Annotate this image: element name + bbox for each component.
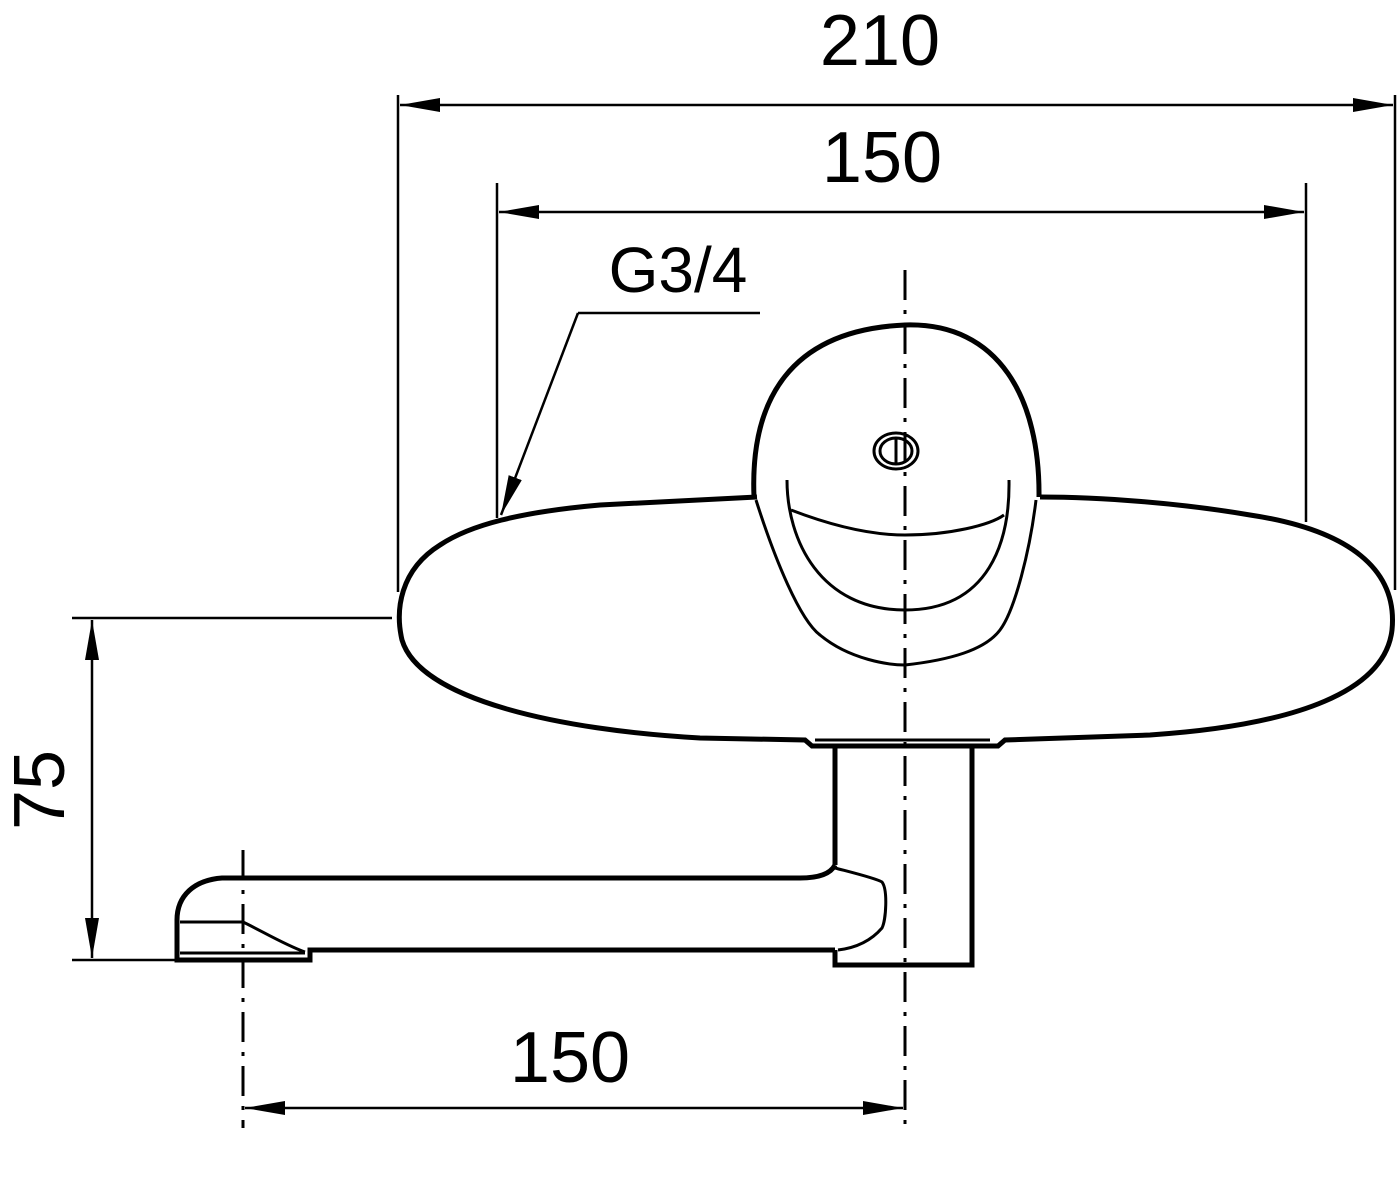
screw-icon bbox=[872, 431, 920, 471]
spout-column bbox=[832, 746, 975, 968]
dimension-label-150-bottom: 150 bbox=[510, 1018, 630, 1098]
dimension-label-75: 75 bbox=[0, 750, 80, 830]
spout bbox=[174, 863, 888, 963]
dimension-connection-spacing: 150 bbox=[495, 118, 1308, 522]
thread-callout: G3/4 bbox=[499, 234, 760, 516]
dimension-label-210: 210 bbox=[820, 1, 940, 81]
dimension-spout-reach: 150 bbox=[245, 1018, 903, 1115]
dimension-label-150-top: 150 bbox=[822, 118, 942, 198]
thread-label: G3/4 bbox=[609, 234, 748, 306]
lever-handle bbox=[751, 322, 1042, 667]
dimension-overall-width: 210 bbox=[396, 1, 1397, 592]
mixer-body bbox=[396, 494, 1395, 749]
dimension-height: 75 bbox=[0, 616, 392, 962]
